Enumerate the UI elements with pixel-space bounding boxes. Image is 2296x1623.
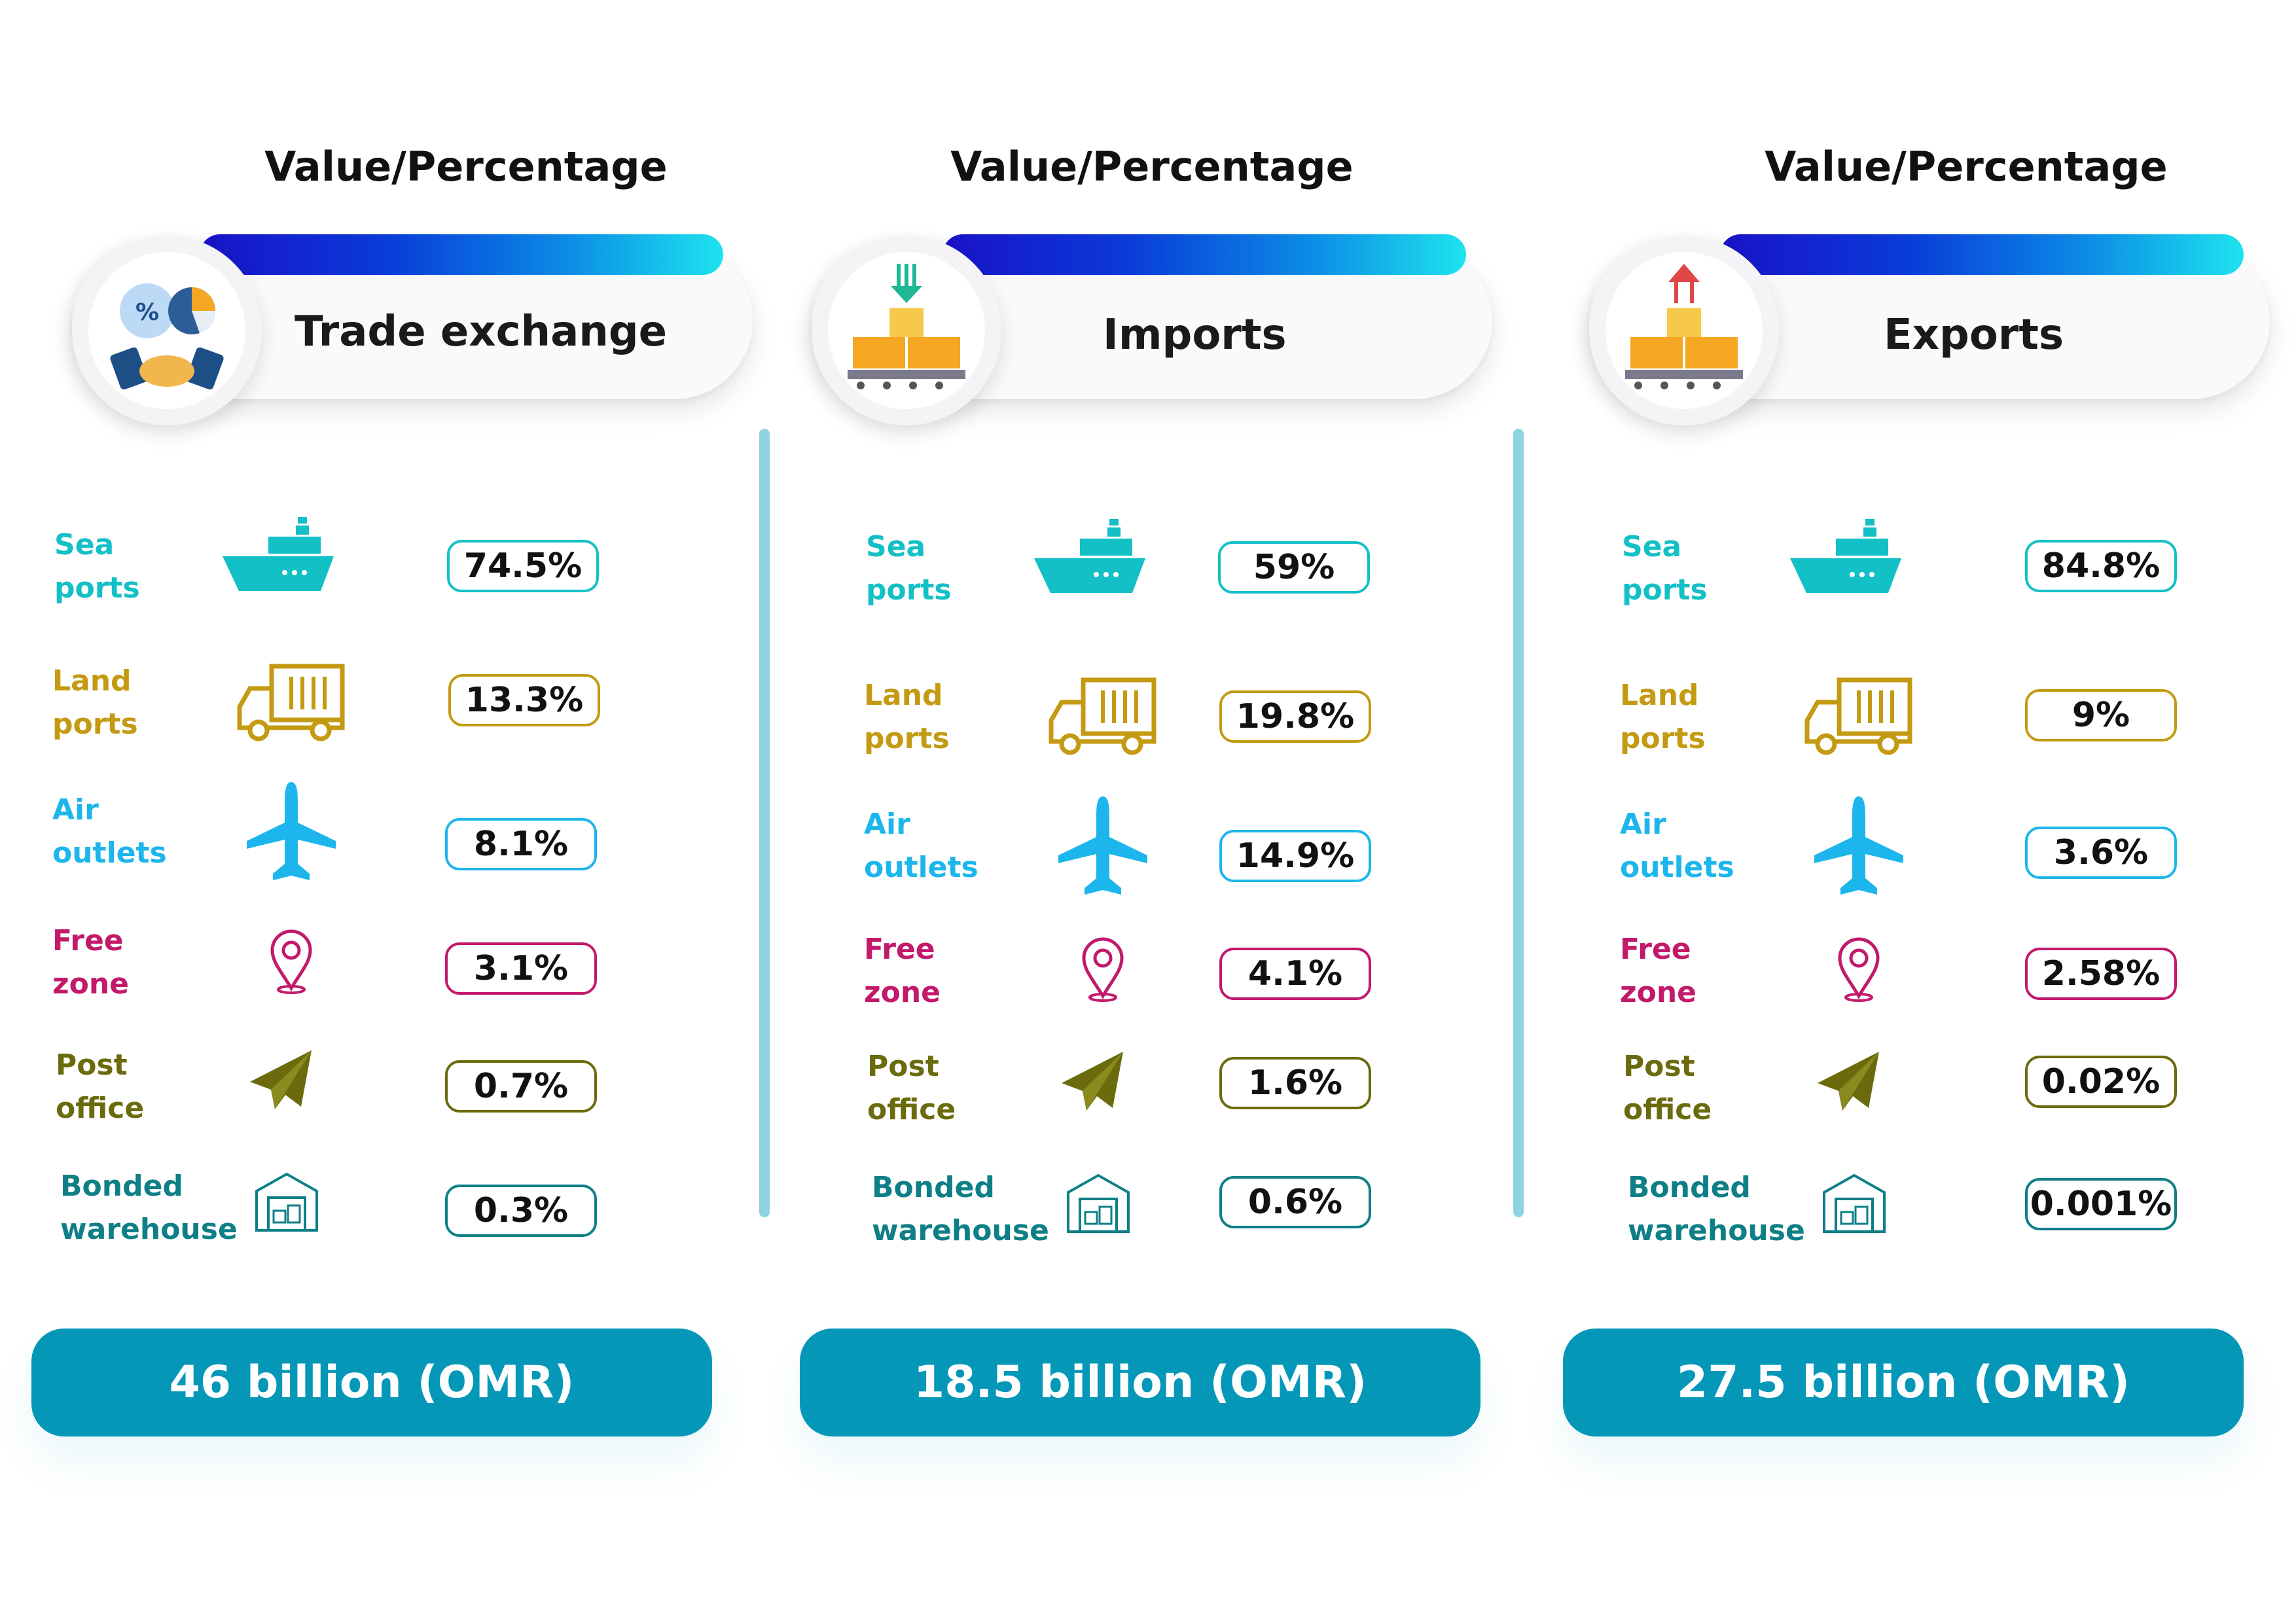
percentage-box-bonded-warehouse: 0.6% (1219, 1176, 1371, 1228)
percentage-box-sea-ports: 74.5% (447, 540, 599, 592)
row-label-land-ports: Land ports (52, 664, 138, 741)
row-label-sea-ports: Sea ports (866, 530, 952, 607)
warehouse-icon (1823, 1173, 1886, 1233)
header-icon-circle (812, 236, 1001, 425)
airplane-icon (1814, 796, 1903, 895)
truck-icon (237, 664, 345, 741)
warehouse-icon (255, 1172, 318, 1232)
row-label-bonded-warehouse: Bonded warehouse (60, 1169, 238, 1246)
row-label-air-outlets: Air outlets (1620, 808, 1734, 884)
location-pin-icon (1838, 937, 1880, 1002)
row-label-land-ports: Land ports (864, 679, 950, 755)
percentage-box-post-office: 0.02% (2025, 1056, 2177, 1108)
header-label: Trade exchange (295, 308, 668, 356)
header-gradient-bar (1720, 234, 2244, 275)
truck-icon (1804, 677, 1912, 755)
percentage-box-air-outlets: 8.1% (445, 818, 597, 870)
header-gradient-bar (200, 234, 723, 275)
percentage-box-land-ports: 13.3% (448, 674, 600, 726)
percentage-box-land-ports: 19.8% (1219, 690, 1371, 743)
row-label-bonded-warehouse: Bonded warehouse (1628, 1171, 1805, 1247)
percentage-box-air-outlets: 14.9% (1219, 830, 1371, 882)
percentage-box-air-outlets: 3.6% (2025, 827, 2177, 879)
location-pin-icon (1082, 937, 1124, 1002)
truck-icon (1049, 677, 1157, 755)
row-label-sea-ports: Sea ports (1622, 530, 1708, 607)
panel-trade-exchange: Value/Percentage % Trade exchange Sea po… (0, 0, 759, 1623)
warehouse-icon (1067, 1173, 1130, 1233)
ship-icon (223, 517, 334, 591)
svg-text:%: % (135, 299, 159, 326)
panel-divider (759, 429, 770, 1217)
airplane-icon (1058, 796, 1147, 895)
paper-plane-icon (1818, 1052, 1879, 1111)
percentage-box-bonded-warehouse: 0.3% (445, 1185, 597, 1237)
value-percentage-title: Value/Percentage (264, 143, 668, 190)
row-label-sea-ports: Sea ports (54, 528, 140, 605)
percentage-box-free-zone: 3.1% (445, 942, 597, 995)
percentage-box-post-office: 1.6% (1219, 1057, 1371, 1109)
row-label-free-zone: Free zone (1620, 933, 1697, 1009)
ship-icon (1034, 519, 1145, 593)
percentage-box-free-zone: 4.1% (1219, 948, 1371, 1000)
header-icon-circle: % (72, 236, 262, 425)
row-label-post-office: Post office (867, 1050, 956, 1126)
row-label-air-outlets: Air outlets (864, 808, 978, 884)
row-label-post-office: Post office (56, 1048, 145, 1125)
percentage-box-sea-ports: 84.8% (2025, 540, 2177, 592)
percentage-box-free-zone: 2.58% (2025, 948, 2177, 1000)
value-percentage-title: Value/Percentage (950, 143, 1354, 190)
export-boxes-icon (1625, 264, 1743, 389)
row-label-land-ports: Land ports (1620, 679, 1706, 755)
total-value-bar: 18.5 billion (OMR) (800, 1329, 1480, 1436)
panel-imports: Value/Percentage Imports Sea ports 59% L… (770, 0, 1513, 1623)
trade-handshake-icon: % (110, 283, 224, 390)
panel-exports: Value/Percentage Exports Sea ports 84.8%… (1524, 0, 2296, 1623)
airplane-icon (247, 782, 336, 880)
location-pin-icon (270, 929, 312, 994)
percentage-box-land-ports: 9% (2025, 689, 2177, 741)
percentage-box-sea-ports: 59% (1218, 541, 1370, 594)
value-percentage-title: Value/Percentage (1765, 143, 2168, 190)
header-label: Exports (1884, 311, 2064, 359)
paper-plane-icon (250, 1050, 312, 1109)
ship-icon (1790, 519, 1901, 593)
header-gradient-bar (942, 234, 1466, 275)
paper-plane-icon (1062, 1052, 1123, 1111)
row-label-free-zone: Free zone (52, 924, 130, 1001)
total-value-bar: 46 billion (OMR) (31, 1329, 712, 1436)
row-label-bonded-warehouse: Bonded warehouse (872, 1171, 1049, 1247)
row-label-free-zone: Free zone (864, 933, 941, 1009)
import-boxes-icon (848, 264, 965, 389)
row-label-post-office: Post office (1623, 1050, 1712, 1126)
panel-divider (1513, 429, 1524, 1217)
row-label-air-outlets: Air outlets (52, 793, 167, 870)
header-label: Imports (1103, 311, 1287, 359)
header-icon-circle (1589, 236, 1779, 425)
total-value-bar: 27.5 billion (OMR) (1563, 1329, 2244, 1436)
percentage-box-bonded-warehouse: 0.001% (2025, 1178, 2177, 1230)
percentage-box-post-office: 0.7% (445, 1060, 597, 1113)
